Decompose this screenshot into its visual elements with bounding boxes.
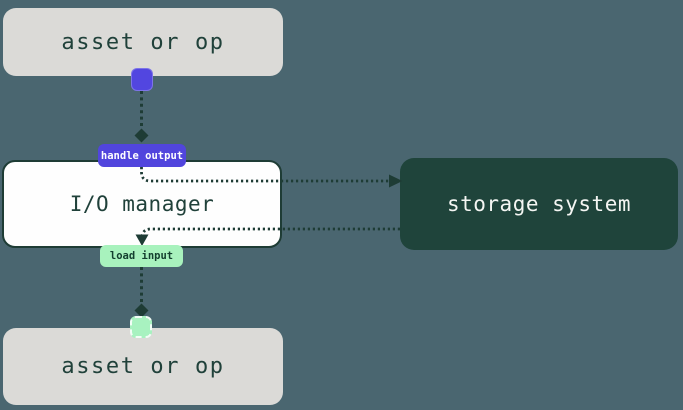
input-port-handle: [130, 316, 152, 338]
edge-label-load-input-text: load input: [109, 250, 174, 262]
node-asset-or-op-bottom-label: asset or op: [61, 354, 225, 379]
node-io-manager: I/O manager: [2, 160, 282, 248]
node-asset-or-op-top: asset or op: [3, 8, 283, 76]
node-storage-system: storage system: [400, 158, 678, 250]
node-io-manager-label: I/O manager: [69, 192, 215, 216]
node-asset-or-op-top-label: asset or op: [61, 29, 225, 55]
edge-label-handle-output-text: handle output: [100, 149, 184, 162]
edge-label-load-input: load input: [100, 245, 183, 267]
diamond-arrowhead-icon-top: [134, 128, 149, 143]
node-storage-system-label: storage system: [446, 192, 631, 216]
node-asset-or-op-bottom: asset or op: [3, 328, 283, 405]
edge-label-handle-output: handle output: [98, 144, 186, 167]
output-port-handle: [131, 68, 153, 91]
